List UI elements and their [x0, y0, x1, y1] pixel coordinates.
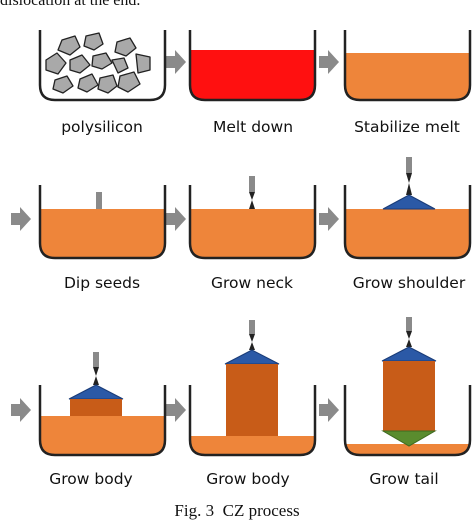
crystal-shoulder	[382, 194, 436, 210]
step-label: Grow shoulder	[353, 274, 466, 292]
crucible-outline	[343, 185, 472, 260]
step-dip-seeds: Dip seeds	[38, 185, 167, 292]
step-grow-neck: Grow neck	[188, 176, 317, 292]
rock-icon	[77, 73, 99, 93]
crucible-outline	[188, 30, 317, 102]
process-arrows	[11, 50, 339, 422]
figure-caption: Fig. 3 CZ process	[174, 501, 300, 520]
crystal-shoulder	[68, 384, 124, 400]
step-label: Grow body	[49, 470, 132, 488]
step-label: Melt down	[213, 118, 293, 136]
step-grow-body-2: Grow body	[188, 320, 317, 488]
melt	[345, 209, 470, 258]
crystal-neck	[406, 331, 412, 347]
rock-icon	[52, 75, 74, 94]
crystal-body	[70, 399, 122, 416]
seed-crystal	[249, 320, 255, 334]
rock-icon	[135, 53, 151, 74]
seed-crystal	[93, 352, 99, 367]
crucible-outline	[188, 385, 317, 457]
crystal-neck	[406, 173, 412, 195]
crystal-body	[383, 361, 435, 431]
melt	[40, 209, 165, 258]
melt-red	[190, 50, 315, 100]
arrow-icon	[11, 398, 31, 422]
crystal-shoulder	[224, 349, 280, 365]
step-grow-tail: Grow tail	[343, 317, 472, 488]
step-label: Grow neck	[211, 274, 293, 292]
seed-crystal	[249, 176, 255, 192]
rock-icon	[45, 52, 67, 75]
arrow-icon	[11, 207, 31, 231]
crystal-shoulder	[381, 346, 437, 362]
step-label: Dip seeds	[64, 274, 140, 292]
arrow-icon	[166, 207, 186, 231]
melt	[190, 209, 315, 258]
crucible-outline	[38, 185, 167, 260]
melt	[345, 53, 470, 100]
step-label: Stabilize melt	[354, 118, 460, 136]
crucible-outline	[188, 185, 317, 260]
rock-icon	[114, 37, 137, 57]
melt	[190, 436, 315, 455]
arrow-icon	[319, 207, 339, 231]
rock-icon	[117, 71, 141, 93]
step-label: polysilicon	[61, 118, 143, 136]
rock-icon	[91, 52, 113, 70]
crystal-tail	[381, 430, 437, 447]
step-stabilize-melt: Stabilize melt	[343, 30, 472, 136]
seed-crystal	[96, 192, 102, 209]
rock-icon	[111, 57, 129, 74]
step-grow-shoulder: Grow shoulder	[343, 157, 472, 292]
rock-icon	[57, 35, 81, 56]
step-grow-body-1: Grow body	[38, 352, 167, 488]
crucible-outline	[343, 385, 472, 457]
melt	[345, 444, 470, 455]
step-label: Grow tail	[369, 470, 438, 488]
step-melt-down: Melt down	[188, 30, 317, 136]
crucible-outline	[343, 30, 472, 102]
step-label: Grow body	[206, 470, 289, 488]
seed-crystal	[406, 157, 412, 173]
top-text-fragment: dislocation at the end.	[0, 0, 141, 9]
melt	[40, 416, 165, 455]
arrow-icon	[319, 398, 339, 422]
arrow-icon	[319, 50, 339, 74]
crucible-outline	[38, 385, 167, 457]
arrow-icon	[166, 398, 186, 422]
polysilicon-chunks	[45, 32, 151, 94]
crystal-neck	[249, 334, 255, 350]
crystal-body	[226, 364, 278, 436]
crystal-neck	[93, 367, 99, 385]
seed-crystal	[406, 317, 412, 331]
step-polysilicon: polysilicon	[38, 30, 167, 136]
crucible-outline	[38, 30, 167, 102]
rock-icon	[69, 54, 91, 74]
crystal-neck	[249, 192, 255, 209]
rock-icon	[97, 74, 118, 94]
arrow-icon	[166, 50, 186, 74]
rock-icon	[83, 32, 104, 51]
